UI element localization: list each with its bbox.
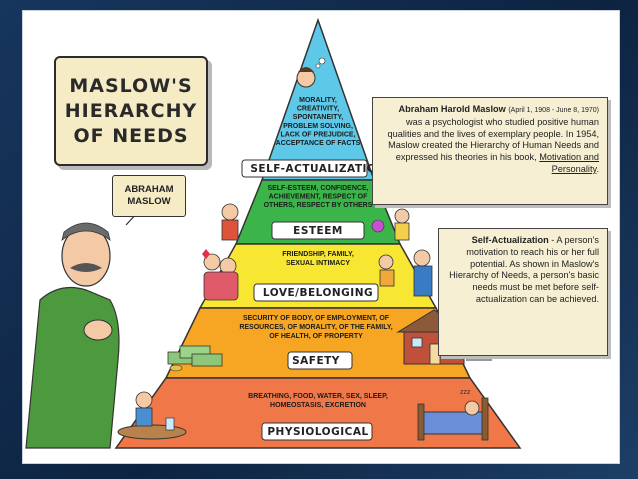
- couple-icon: [202, 249, 239, 301]
- self-actualization-description-line: SPONTANEITY,: [293, 114, 343, 121]
- esteem-description-line: ACHIEVEMENT, RESPECT OF: [269, 194, 369, 201]
- money-icon: [167, 345, 223, 372]
- esteem-label: ESTEEM: [293, 225, 343, 237]
- self-actualization-description-line: PROBLEM SOLVING,: [283, 123, 353, 130]
- love-belonging-label: LOVE/BELONGING: [263, 287, 373, 299]
- title-line-2: HIERARCHY: [64, 99, 198, 122]
- physiological-description-line: HOMEOSTASIS, EXCRETION: [270, 402, 366, 409]
- award-person-icon: [221, 203, 239, 241]
- svg-text:zzz: zzz: [460, 389, 471, 396]
- title-line-3: OF NEEDS: [73, 124, 189, 147]
- self-actualization-note: Self-Actualization - A person's motivati…: [438, 228, 608, 356]
- self-actualization-description-line: MORALITY,: [299, 97, 337, 104]
- name-tag-line-2: MASLOW: [127, 196, 171, 207]
- safety-label: SAFETY: [292, 355, 340, 367]
- family-icon: [378, 249, 433, 297]
- physiological-description-line: BREATHING, FOOD, WATER, SEX, SLEEP,: [248, 393, 388, 400]
- bio-box: Abraham Harold Maslow (April 1, 1908 - J…: [372, 97, 608, 205]
- bio-end: .: [596, 163, 599, 174]
- name-tag-line-1: ABRAHAM: [124, 184, 174, 195]
- eating-child-icon: [117, 391, 187, 440]
- esteem-description-line: SELF-ESTEEM, CONFIDENCE,: [267, 185, 368, 192]
- love-belonging-description-line: FRIENDSHIP, FAMILY,: [282, 251, 354, 258]
- title-box: MASLOW'S HIERARCHY OF NEEDS: [54, 56, 208, 166]
- self-actualization-label: SELF-ACTUALIZATION: [250, 163, 385, 175]
- love-belonging-description-line: SEXUAL INTIMACY: [286, 260, 350, 267]
- bio-text: was a psychologist who studied positive …: [387, 116, 599, 163]
- maslow-name-tag: ABRAHAM MASLOW: [112, 175, 186, 217]
- self-actualization-description-line: LACK OF PREJUDICE,: [280, 131, 355, 138]
- cheering-person-icon: [371, 208, 410, 241]
- sa-text: - A person's motivation to reach his or …: [449, 235, 599, 304]
- physiological-label: PHYSIOLOGICAL: [267, 426, 368, 438]
- safety-description-line: OF HEALTH, OF PROPERTY: [269, 333, 363, 340]
- bio-name: Abraham Harold Maslow: [398, 104, 506, 114]
- self-actualization-description-line: CREATIVITY,: [297, 106, 339, 113]
- title-line-1: MASLOW'S: [69, 74, 193, 97]
- maslow-figure-icon: [25, 209, 141, 449]
- safety-description-line: SECURITY OF BODY, OF EMPLOYMENT, OF: [243, 315, 390, 322]
- bio-dates: (April 1, 1908 - June 8, 1970): [508, 107, 599, 114]
- sa-term: Self-Actualization: [471, 235, 549, 245]
- self-actualization-description-line: ACCEPTANCE OF FACTS: [276, 140, 361, 147]
- sleeping-person-icon: zzz: [417, 389, 489, 441]
- esteem-description-line: OTHERS, RESPECT BY OTHERS: [264, 202, 373, 209]
- safety-description-line: RESOURCES, OF MORALITY, OF THE FAMILY,: [239, 324, 392, 331]
- bio-book: Motivation and Personality: [539, 152, 599, 174]
- thinker-icon: [296, 57, 326, 88]
